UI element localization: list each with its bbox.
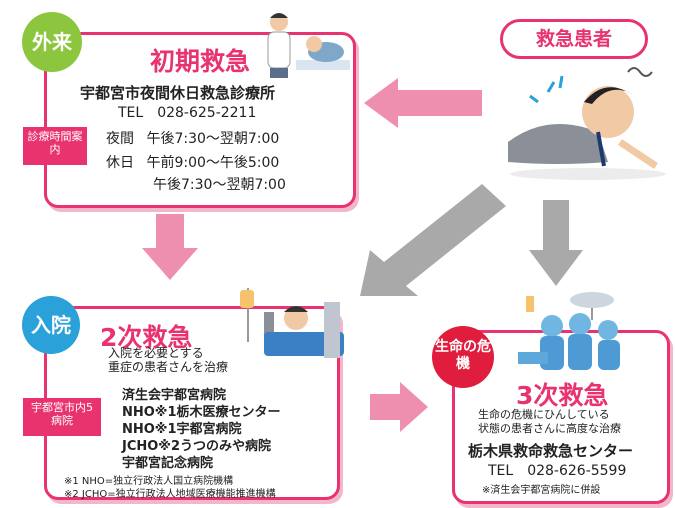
- hours-label: 夜間: [106, 131, 134, 147]
- hospital-bed-illustration: [240, 288, 344, 358]
- arrow-inpatient-to-critical: [370, 382, 428, 432]
- collapsed-man-illustration: [508, 67, 666, 180]
- outpatient-badge-label: 外来: [32, 30, 72, 54]
- critical-description-2: 状態の患者さんに高度な治療: [478, 422, 621, 435]
- critical-badge-label: 生命の危機: [435, 339, 491, 372]
- inpatient-title: 2次救急: [100, 323, 193, 352]
- critical-badge: 生命の危機: [432, 326, 494, 388]
- critical-facility: 栃木県救命救急センター: [468, 442, 634, 460]
- hospital-item: 済生会宇都宮病院: [122, 388, 227, 403]
- critical-description-1: 生命の危機にひんしている: [478, 408, 610, 421]
- arrow-to-critical-from-patient: [529, 200, 583, 286]
- outpatient-badge: 外来: [22, 12, 82, 72]
- critical-title: 3次救急: [516, 381, 609, 410]
- hospital-item: JCHO※2うつのみや病院: [122, 439, 271, 454]
- hours-time: 午後7:30～翌朝7:00: [146, 131, 280, 147]
- critical-tel: TEL 028-626-5599: [488, 463, 627, 479]
- hospital-item: NHO※1栃木医療センター: [122, 405, 281, 420]
- arrow-to-outpatient: [364, 78, 482, 128]
- hospital-item: NHO※1宇都宮病院: [122, 422, 242, 437]
- hospitals-tag: 宇都宮市内5病院: [23, 398, 101, 436]
- hours-tag: 診療時間案内: [23, 127, 87, 165]
- doctor-patient-illustration: [267, 13, 350, 78]
- hours-tag-label: 診療時間案内: [27, 130, 83, 156]
- inpatient-badge-label: 入院: [31, 313, 71, 337]
- arrow-to-inpatient-from-patient: [360, 184, 506, 296]
- critical-note: ※済生会宇都宮病院に併設: [482, 485, 601, 496]
- hospitals-tag-label: 宇都宮市内5病院: [31, 401, 93, 427]
- hours-row-holiday-night: 午後7:30～翌朝7:00: [153, 174, 286, 194]
- footnote-jcho: ※2 JCHO=独立行政法人地域医療機能推進機構: [64, 489, 276, 500]
- footnote-nho: ※1 NHO=独立行政法人国立病院機構: [64, 476, 234, 487]
- hours-time: 午後7:30～翌朝7:00: [153, 177, 286, 193]
- outpatient-title: 初期救急: [150, 47, 251, 76]
- outpatient-tel: TEL 028-625-2211: [118, 105, 257, 121]
- surgery-team-illustration: [518, 292, 620, 370]
- emergency-patient-label: 救急患者: [500, 19, 648, 59]
- inpatient-badge: 入院: [22, 296, 80, 354]
- arrow-outpatient-to-inpatient: [142, 214, 198, 280]
- inpatient-description-2: 重症の患者さんを治療: [108, 360, 229, 374]
- hours-time: 午前9:00～午後5:00: [146, 155, 280, 171]
- hours-row-night: 夜間 午後7:30～翌朝7:00: [106, 128, 279, 148]
- hours-label: 休日: [106, 155, 134, 171]
- outpatient-facility: 宇都宮市夜間休日救急診療所: [80, 84, 276, 102]
- inpatient-description-1: 入院を必要とする: [108, 346, 204, 360]
- emergency-patient-text: 救急患者: [535, 28, 612, 50]
- hospital-item: 宇都宮記念病院: [122, 456, 214, 471]
- hours-row-holiday: 休日 午前9:00～午後5:00: [106, 152, 279, 172]
